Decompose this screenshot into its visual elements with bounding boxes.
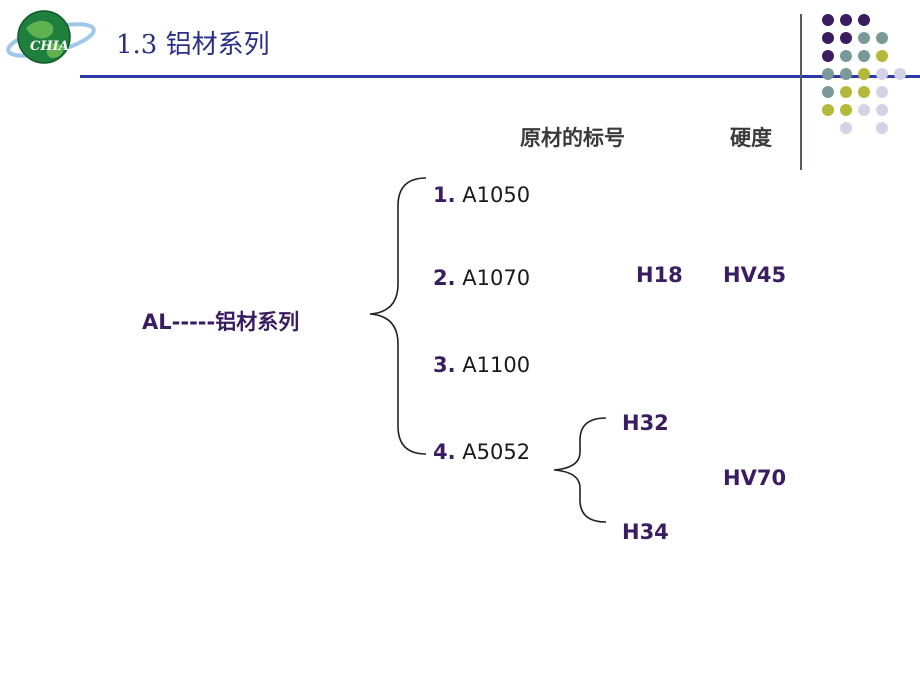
item-number: 1. <box>433 183 456 207</box>
vertical-divider <box>800 14 802 170</box>
list-item: 3. A1100 <box>433 353 530 377</box>
hardness-a1070: HV45 <box>723 263 787 287</box>
item-code: A1100 <box>462 353 531 377</box>
sub-brace <box>553 417 607 523</box>
temper-a1070: H18 <box>636 263 683 287</box>
dot-row-4 <box>822 68 906 80</box>
dot-row-3 <box>822 50 888 62</box>
header-hardness: 硬度 <box>730 126 772 150</box>
item-number: 3. <box>433 353 456 377</box>
root-label: AL-----铝材系列 <box>142 310 300 334</box>
main-brace <box>369 177 427 455</box>
dot-row-2 <box>822 32 888 44</box>
dot-row-1 <box>822 14 870 26</box>
logo-text: CHIA <box>30 39 69 54</box>
dot-row-7 <box>840 122 888 134</box>
temper-a5052-lower: H34 <box>622 520 669 544</box>
slide-title: 1.3 铝材系列 <box>116 30 270 60</box>
title-underline <box>80 75 920 78</box>
list-item: 4. A5052 <box>433 440 530 464</box>
header-material-grade: 原材的标号 <box>520 126 625 150</box>
logo: CHIA <box>6 10 96 64</box>
item-code: A1050 <box>462 183 531 207</box>
hardness-a5052: HV70 <box>723 466 787 490</box>
item-number: 4. <box>433 440 456 464</box>
item-code: A1070 <box>462 266 531 290</box>
item-code: A5052 <box>462 440 531 464</box>
temper-a5052-upper: H32 <box>622 411 669 435</box>
list-item: 1. A1050 <box>433 183 530 207</box>
dot-row-6 <box>822 104 888 116</box>
item-number: 2. <box>433 266 456 290</box>
list-item: 2. A1070 <box>433 266 530 290</box>
dot-row-5 <box>822 86 888 98</box>
decorative-dot-grid <box>822 14 906 134</box>
